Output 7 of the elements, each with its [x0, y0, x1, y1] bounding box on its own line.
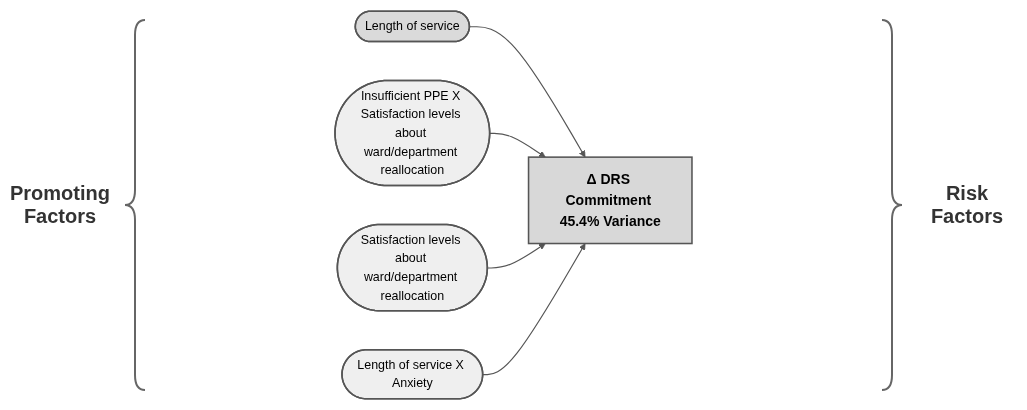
arrow: [469, 26, 586, 158]
arrow: [487, 243, 546, 269]
group-label: Risk Factors: [929, 182, 1005, 228]
arrow: [489, 132, 546, 158]
arrow: [482, 243, 586, 376]
node-box: Δ DRS Commitment 45.4% Variance: [527, 156, 693, 245]
group-label: Promoting Factors: [9, 182, 111, 228]
